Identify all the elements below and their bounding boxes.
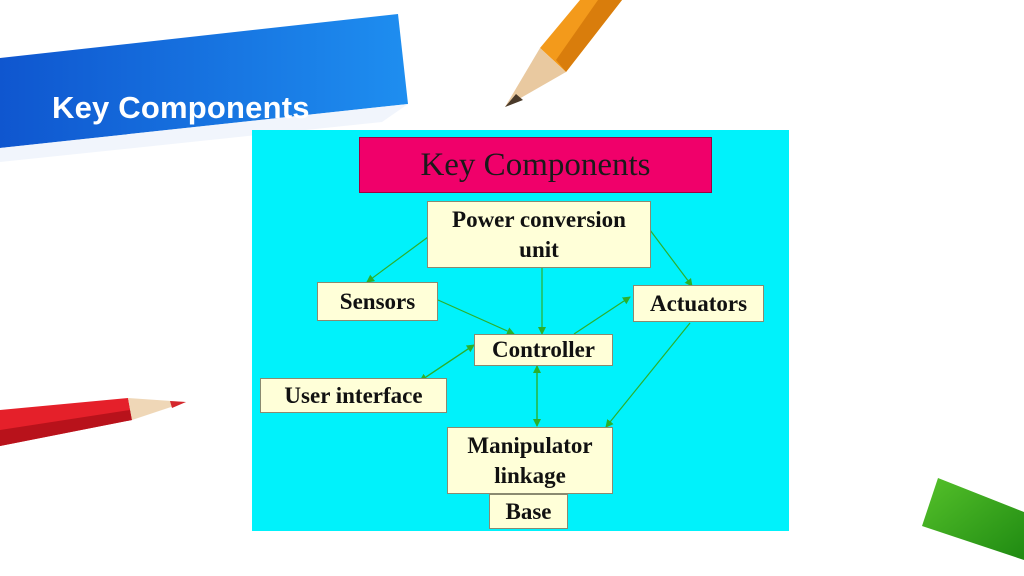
diagram-header: Key Components xyxy=(359,137,712,193)
arrow-sensors-to-controller xyxy=(437,299,515,335)
green-corner-shape xyxy=(922,478,1024,560)
node-power-conversion-unit: Power conversion unit xyxy=(427,201,651,268)
banner-shadow xyxy=(0,104,408,162)
arrow-controller-userinterface-b xyxy=(419,344,475,382)
orange-pencil-icon xyxy=(505,0,622,107)
title-banner xyxy=(0,14,408,148)
node-base: Base xyxy=(489,494,568,529)
diagram-arrows xyxy=(366,229,693,428)
arrow-power-to-sensors xyxy=(366,236,429,283)
red-pencil-icon xyxy=(0,398,186,446)
arrow-power-to-actuators xyxy=(649,229,693,287)
node-manipulator-linkage: Manipulator linkage xyxy=(447,427,613,494)
node-actuators: Actuators xyxy=(633,285,764,322)
node-controller: Controller xyxy=(474,334,613,366)
arrow-actuators-to-manipulator xyxy=(605,322,691,428)
node-user-interface: User interface xyxy=(260,378,447,413)
arrow-controller-to-actuators xyxy=(573,296,631,335)
slide-title: Key Components xyxy=(52,90,310,125)
node-sensors: Sensors xyxy=(317,282,438,321)
diagram-figure: Key Components Power conversion unit Sen… xyxy=(252,130,789,531)
